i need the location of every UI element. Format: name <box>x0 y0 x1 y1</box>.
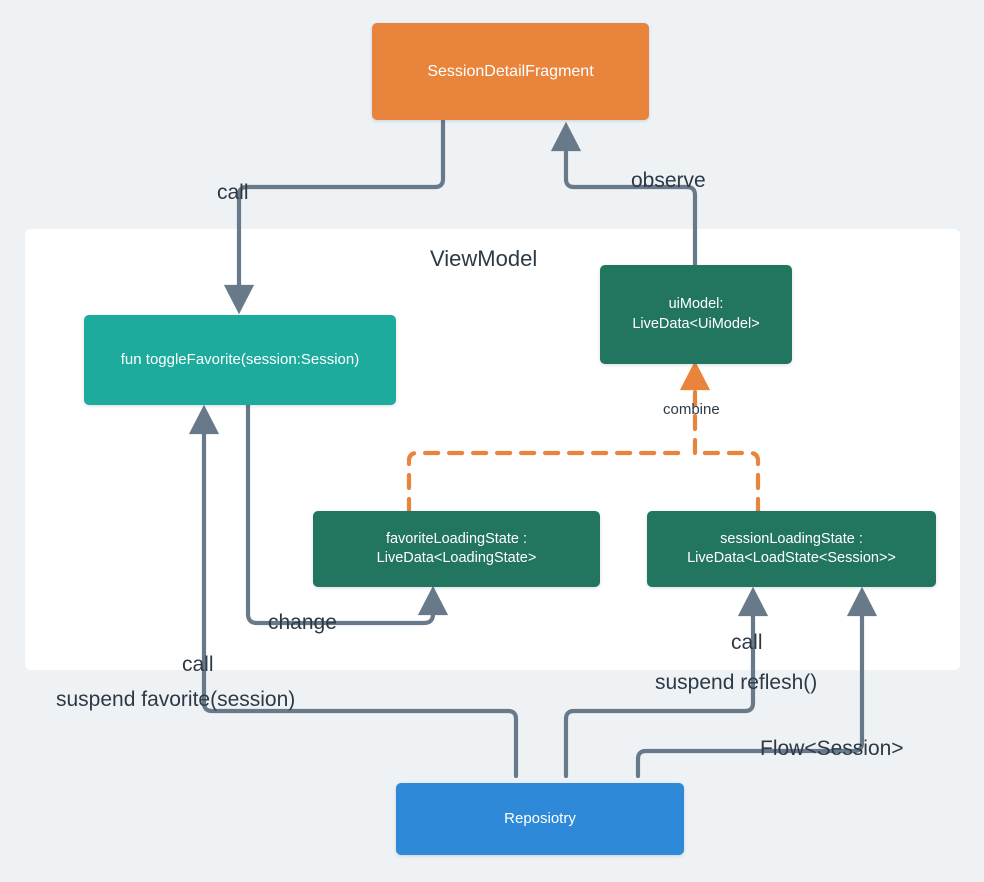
node-favorite-loading-state-line2: LiveData<LoadingState> <box>376 550 537 566</box>
edge-label-suspend-reflesh: suspend reflesh() <box>655 671 818 694</box>
node-ui-model-line1: uiModel: <box>668 296 724 313</box>
node-favorite-loading-state[interactable]: favoriteLoadingState : LiveData<LoadingS… <box>313 511 600 587</box>
node-toggle-favorite-label: fun toggleFavorite(session:Session) <box>120 351 360 369</box>
node-session-detail-fragment-label: SessionDetailFragment <box>427 62 594 80</box>
viewmodel-panel <box>25 229 960 670</box>
edge-label-observe: observe <box>631 169 706 192</box>
edge-label-change: change <box>268 611 337 634</box>
node-toggle-favorite[interactable]: fun toggleFavorite(session:Session) <box>84 315 396 405</box>
edge-label-call-fragment-to-toggle: call <box>217 181 249 204</box>
node-session-loading-state-line2: LiveData<LoadState<Session>> <box>687 550 896 566</box>
edge-label-flow-session: Flow<Session> <box>760 737 904 760</box>
node-ui-model-line2: LiveData<UiModel> <box>632 315 760 332</box>
node-session-detail-fragment[interactable]: SessionDetailFragment <box>372 23 649 120</box>
edge-label-call-session-to-repo: call <box>731 631 763 654</box>
node-repository-label: Reposiotry <box>504 810 576 828</box>
edge-label-suspend-favorite: suspend favorite(session) <box>56 688 296 711</box>
node-session-loading-state-line1: sessionLoadingState : <box>720 530 863 547</box>
node-repository[interactable]: Reposiotry <box>396 783 684 855</box>
node-session-loading-state[interactable]: sessionLoadingState : LiveData<LoadState… <box>647 511 936 587</box>
viewmodel-panel-title: ViewModel <box>430 246 538 271</box>
edge-label-combine: combine <box>663 401 720 418</box>
edge-label-call-favorite-to-repo: call <box>182 653 214 676</box>
node-favorite-loading-state-line1: favoriteLoadingState : <box>385 530 528 547</box>
node-ui-model[interactable]: uiModel: LiveData<UiModel> <box>600 265 792 364</box>
